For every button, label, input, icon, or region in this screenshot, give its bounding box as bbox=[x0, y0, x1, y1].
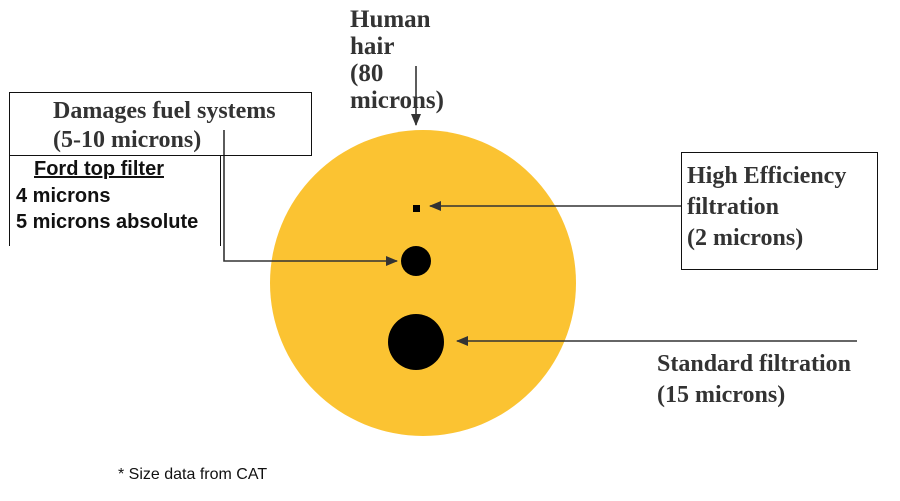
source-footnote: * Size data from CAT bbox=[118, 466, 268, 483]
ford-filter-title: Ford top filter bbox=[34, 158, 164, 180]
standard-filtration-size: (15 microns) bbox=[657, 382, 786, 408]
standard-filtration-particle bbox=[388, 314, 444, 370]
standard-filtration-line: Standard filtration bbox=[657, 351, 852, 377]
damages-fuel-label: Damages fuel systems (5-10 microns) bbox=[53, 97, 276, 155]
high-efficiency-particle bbox=[413, 205, 420, 212]
high-efficiency-line: filtration bbox=[687, 194, 779, 220]
high-efficiency-label: High Efficiency filtration (2 microns) bbox=[687, 161, 846, 254]
human-hair-line: (80 bbox=[350, 60, 384, 87]
high-efficiency-box: High Efficiency filtration (2 microns) bbox=[681, 152, 878, 270]
damages-fuel-box: Damages fuel systems (5-10 microns) bbox=[9, 92, 312, 156]
human-hair-disc bbox=[270, 130, 576, 436]
ford-filter-box: Ford top filter 4 microns 5 microns abso… bbox=[9, 156, 221, 246]
human-hair-label: Human hair (80 microns) bbox=[350, 6, 470, 114]
damages-fuel-particle bbox=[401, 246, 431, 276]
high-efficiency-line: High Efficiency bbox=[687, 163, 847, 189]
human-hair-line: hair bbox=[350, 33, 395, 60]
damages-fuel-line: Damages fuel systems bbox=[53, 98, 276, 124]
standard-filtration-label: Standard filtration (15 microns) bbox=[657, 349, 851, 411]
ford-filter-nominal: 4 microns bbox=[16, 185, 111, 207]
human-hair-line: Human bbox=[350, 6, 431, 33]
ford-filter-absolute: 5 microns absolute bbox=[16, 211, 199, 233]
human-hair-line: microns) bbox=[350, 87, 444, 114]
high-efficiency-size: (2 microns) bbox=[687, 225, 804, 251]
damages-fuel-size: (5-10 microns) bbox=[53, 127, 202, 153]
damages-fuel-arrow bbox=[223, 130, 398, 266]
